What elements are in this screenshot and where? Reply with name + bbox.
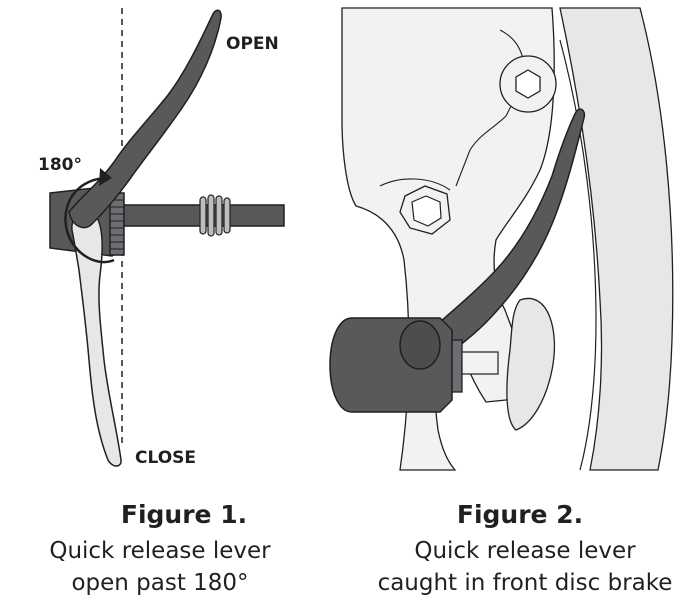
cam-cylinder-fig2 xyxy=(329,317,453,413)
lever-closed xyxy=(71,211,122,467)
socket-head-bolt xyxy=(499,55,557,113)
hub-flange xyxy=(506,297,556,431)
figure-1-title: Figure 1. xyxy=(120,500,248,529)
label-180-degrees: 180° xyxy=(38,155,82,175)
lever-open xyxy=(68,9,222,229)
brake-rotor xyxy=(559,7,674,471)
figure-2-caption-line-2: caught in front disc brake xyxy=(377,570,673,596)
figure-2-caption-line-1: Quick release lever xyxy=(414,538,636,564)
rotation-arc xyxy=(64,176,115,264)
skewer-spring xyxy=(199,194,231,237)
figure-2-drawing xyxy=(329,7,674,471)
figure-2-title: Figure 2. xyxy=(456,500,584,529)
label-open: OPEN xyxy=(226,34,279,54)
rotation-arrowhead xyxy=(99,168,112,186)
figure-1-caption-line-2: open past 180° xyxy=(71,570,249,596)
label-close: CLOSE xyxy=(135,448,196,468)
hex-bolt xyxy=(399,185,451,235)
skewer-stub xyxy=(461,351,499,375)
figure-1-caption-line-1: Quick release lever xyxy=(49,538,271,564)
figure-1-drawing: OPEN 180° CLOSE xyxy=(38,8,285,468)
